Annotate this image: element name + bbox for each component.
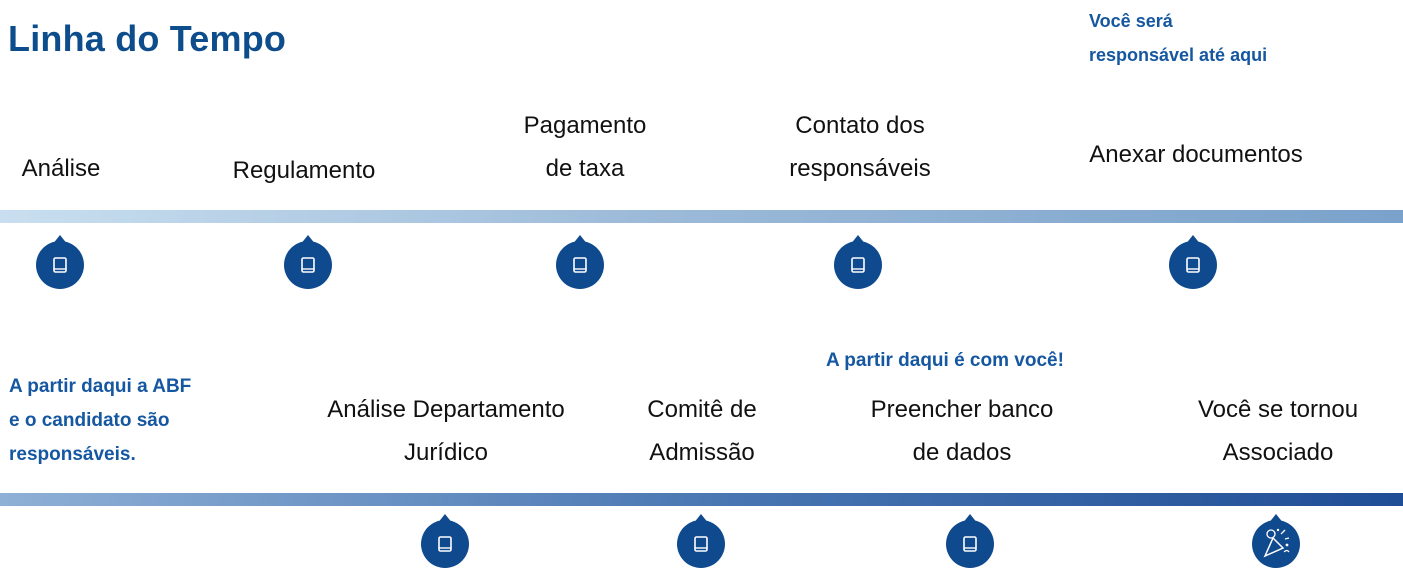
- step-marker[interactable]: [420, 512, 470, 570]
- step-label-line: Pagamento: [523, 112, 647, 139]
- timeline-bar-top: [0, 210, 1403, 223]
- step-label-line: de taxa: [545, 155, 625, 182]
- step-marker[interactable]: [283, 233, 333, 291]
- step-marker[interactable]: [833, 233, 883, 291]
- step-marker[interactable]: [555, 233, 605, 291]
- step-label-regulamento: Regulamento: [233, 149, 376, 192]
- step-marker[interactable]: [35, 233, 85, 291]
- step-label-comite: Comitê de Admissão: [647, 388, 756, 474]
- step-label-associado: Você se tornou Associado: [1198, 388, 1358, 474]
- step-label-line: Admissão: [649, 439, 755, 466]
- step-label-preencher: Preencher banco de dados: [871, 388, 1054, 474]
- step-label-pagamento: Pagamento de taxa: [524, 104, 647, 190]
- page-title: Linha do Tempo: [8, 18, 287, 59]
- responsibility-note-top: Você será responsável até aqui: [1089, 4, 1267, 72]
- note-line: A partir daqui a ABF: [9, 376, 192, 397]
- note-line: responsável até aqui: [1089, 45, 1268, 65]
- note-line: responsáveis.: [9, 444, 136, 465]
- book-icon: [421, 514, 469, 568]
- book-icon: [677, 514, 725, 568]
- step-label-line: Anexar documentos: [1089, 141, 1303, 168]
- step-label-line: Você se tornou: [1197, 396, 1359, 423]
- step-marker[interactable]: [945, 512, 995, 570]
- note-line: e o candidato são: [9, 410, 170, 431]
- book-icon: [556, 235, 604, 289]
- step-label-line: Análise: [21, 155, 101, 182]
- step-label-line: responsáveis: [789, 155, 931, 182]
- book-icon: [946, 514, 994, 568]
- responsibility-note-left: A partir daqui a ABF e o candidato são r…: [9, 370, 191, 472]
- step-label-juridico: Análise Departamento Jurídico: [327, 388, 564, 474]
- step-label-line: Preencher banco: [870, 396, 1054, 423]
- step-marker[interactable]: [1251, 512, 1301, 570]
- step-label-line: Associado: [1222, 439, 1334, 466]
- timeline-bar-bottom: [0, 493, 1403, 506]
- step-label-line: Jurídico: [403, 439, 489, 466]
- book-icon: [36, 235, 84, 289]
- step-marker[interactable]: [1168, 233, 1218, 291]
- step-label-anexar: Anexar documentos: [1089, 133, 1302, 176]
- responsibility-note-middle: A partir daqui é com você!: [826, 350, 1064, 371]
- step-label-contato: Contato dos responsáveis: [789, 104, 930, 190]
- book-icon: [1169, 235, 1217, 289]
- book-icon: [284, 235, 332, 289]
- party-popper-icon: [1252, 514, 1300, 568]
- note-line: Você será: [1089, 11, 1173, 31]
- step-label-line: Comitê de: [647, 396, 757, 423]
- step-label-line: Regulamento: [232, 157, 376, 184]
- book-icon: [834, 235, 882, 289]
- step-marker[interactable]: [676, 512, 726, 570]
- step-label-analise: Análise: [22, 147, 101, 190]
- step-label-line: Análise Departamento: [327, 396, 565, 423]
- step-label-line: de dados: [912, 439, 1012, 466]
- step-label-line: Contato dos: [795, 112, 925, 139]
